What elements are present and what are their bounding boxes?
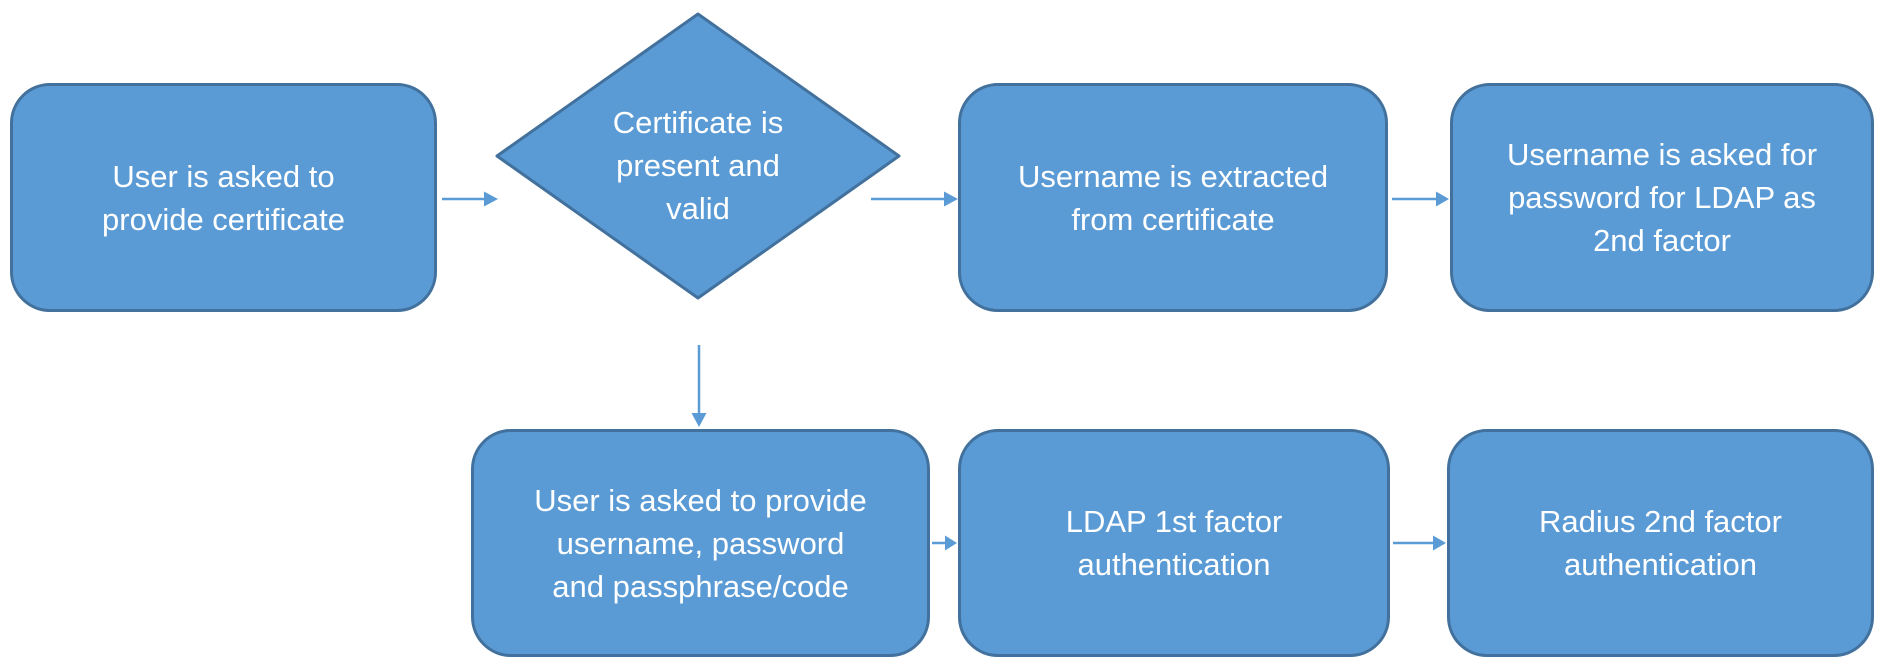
node-ask-ldap-password: Username is asked for password for LDAP …: [1450, 83, 1874, 312]
node-label-line: username, password: [556, 525, 845, 561]
diamond-shape: [495, 12, 901, 300]
node-username-extracted: Username is extracted from certificate: [958, 83, 1388, 312]
node-label-line: present and: [616, 147, 780, 183]
node-label-line: 2nd factor: [1593, 223, 1731, 258]
arrow-ask-certificate-to-decision: [442, 191, 498, 207]
node-label-line: Username is extracted: [1017, 158, 1329, 194]
node-ask-credentials: User is asked to provide username, passw…: [471, 429, 930, 657]
node-label-line: valid: [666, 190, 730, 226]
node-certificate-valid-decision: Certificate is present and valid: [495, 12, 901, 300]
node-label-line: User is asked to provide: [534, 482, 867, 518]
arrow-ask-credentials-to-ldap-first-factor: [932, 535, 957, 551]
node-label-line: password for LDAP as: [1508, 180, 1816, 215]
node-label-line: Certificate is: [612, 104, 784, 140]
node-label-line: LDAP 1st factor: [1065, 504, 1283, 539]
node-label-line: from certificate: [1071, 201, 1275, 237]
node-label-line: authentication: [1563, 547, 1758, 582]
node-label-line: authentication: [1077, 547, 1271, 582]
node-radius-second-factor: Radius 2nd factor authentication: [1447, 429, 1874, 657]
node-label-line: User is asked to: [112, 158, 335, 194]
arrow-username-extracted-to-ask-ldap-password: [1392, 191, 1449, 207]
node-label-line: provide certificate: [102, 201, 345, 237]
node-label-line: Radius 2nd factor: [1539, 504, 1782, 539]
node-ldap-first-factor: LDAP 1st factor authentication: [958, 429, 1390, 657]
node-label-line: Username is asked for: [1506, 137, 1818, 172]
arrow-ldap-first-factor-to-radius-second-factor: [1393, 535, 1446, 551]
arrow-decision-to-ask-credentials: [691, 345, 707, 427]
decision-label: Certificate is present and valid: [495, 12, 901, 300]
node-label-line: and passphrase/code: [552, 568, 849, 604]
node-ask-certificate: User is asked to provide certificate: [10, 83, 437, 312]
